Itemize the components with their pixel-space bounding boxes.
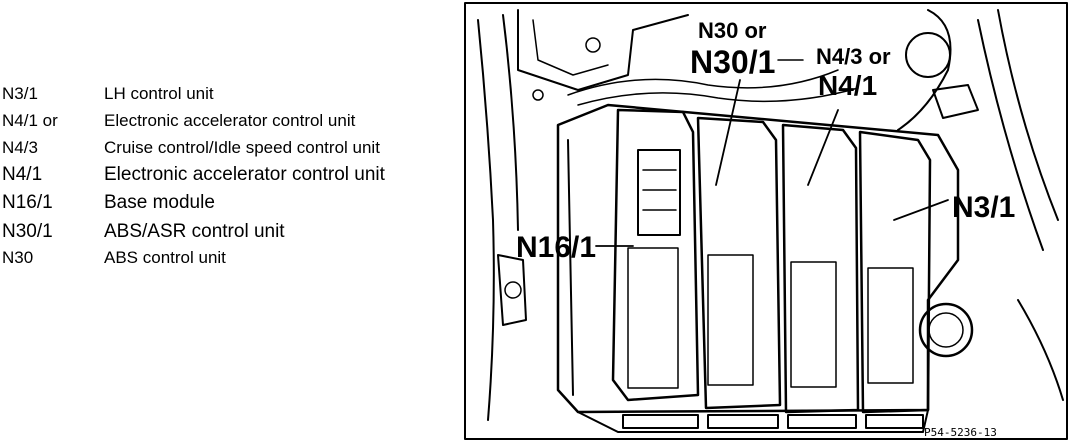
legend-row-n16-1: N16/1 Base module	[0, 192, 460, 218]
legend-code: N30	[2, 248, 34, 267]
legend-description: Electronic accelerator control unit	[104, 111, 356, 130]
callout-n3-1: N3/1	[952, 191, 1016, 224]
n30-1-label	[707, 254, 754, 386]
bolt-top-left	[585, 37, 601, 53]
legend-row-n30-1: N30/1 ABS/ASR control unit	[0, 221, 460, 247]
callout-n4-1: N4/1	[818, 70, 878, 101]
leader-n3-1	[893, 199, 949, 221]
body-right-edge	[977, 9, 1059, 251]
legend-description: Electronic accelerator control unit	[104, 164, 385, 185]
leader-n30-1	[715, 79, 741, 186]
control-unit-box-illustration: N30 or N30/1 N4/3 or N4/1 N3/1 N16/1 P54…	[458, 0, 1072, 444]
legend-row-n4-1-or: N4/1 or Electronic accelerator control u…	[0, 111, 460, 137]
legend-description: LH control unit	[104, 84, 214, 103]
housing-left-wall	[567, 139, 574, 396]
legend-code: N16/1	[2, 192, 53, 213]
leader-n4-1	[807, 109, 839, 186]
n30-1-unit	[696, 116, 782, 410]
legend-row-n4-1: N4/1 Electronic accelerator control unit	[0, 164, 460, 190]
housing-floor	[577, 409, 929, 433]
bay-top-right	[897, 9, 952, 131]
base-module	[611, 108, 700, 402]
callout-n30-or: N30 or	[698, 18, 767, 43]
callout-n30-1: N30/1	[690, 44, 776, 80]
legend-description: Base module	[104, 192, 215, 213]
left-bolt	[504, 281, 522, 299]
bay-top-left-inner	[532, 19, 609, 76]
bottom-connectors	[622, 414, 924, 429]
n3-1-unit	[858, 130, 932, 414]
callout-n4-3-or: N4/3 or	[816, 44, 891, 69]
housing-outline	[556, 103, 960, 414]
figure-frame	[464, 2, 1068, 440]
n3-1-label	[867, 267, 914, 384]
bolt-top-mid	[532, 89, 544, 101]
legend-row-n3-1: N3/1 LH control unit	[0, 84, 460, 110]
legend-row-n30: N30 ABS control unit	[0, 248, 460, 274]
left-bracket	[497, 254, 527, 326]
round-plug	[918, 302, 974, 358]
relay-round	[905, 32, 951, 78]
legend-code: N4/1	[2, 164, 43, 185]
legend-row-n4-3: N4/3 Cruise control/Idle speed control u…	[0, 138, 460, 164]
base-module-relay-block	[637, 149, 681, 236]
legend-code: N4/1 or	[2, 111, 58, 130]
left-hose	[477, 19, 495, 421]
legend-description: ABS/ASR control unit	[104, 221, 285, 242]
bay-wiring-2	[577, 87, 859, 106]
body-right-lower	[1017, 299, 1064, 401]
legend-code: N3/1	[2, 84, 38, 103]
base-module-label	[627, 247, 679, 389]
figure-reference: P54-5236-13	[924, 426, 997, 439]
left-hose-2	[502, 14, 519, 231]
n4-1-label	[790, 261, 837, 388]
legend-description: ABS control unit	[104, 248, 226, 267]
legend-code: N30/1	[2, 221, 53, 242]
bay-top-left	[517, 9, 689, 91]
legend-code: N4/3	[2, 138, 38, 157]
bay-wiring	[567, 69, 839, 96]
n4-1-unit	[781, 123, 860, 414]
legend-description: Cruise control/Idle speed control unit	[104, 138, 380, 157]
connector-right	[932, 84, 979, 119]
callout-n16-1: N16/1	[516, 231, 597, 264]
line-drawing	[464, 2, 1068, 440]
